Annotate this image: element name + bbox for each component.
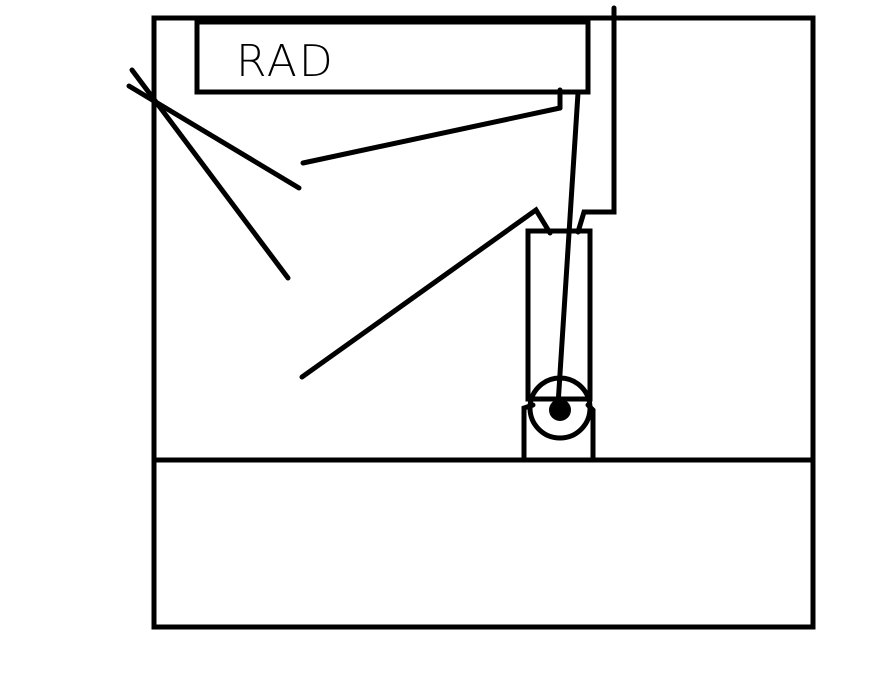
wheel-circle [527,375,593,441]
vertical-duct [575,5,617,235]
wheel-hub [549,399,571,421]
rad-label: RAD [236,36,335,87]
rad-box [194,19,591,95]
enclosure-outline [151,15,816,630]
lower-slant-line [299,206,553,380]
upper-slant-line [300,105,563,166]
push-rod [555,90,581,408]
cross-line-b [126,83,302,191]
